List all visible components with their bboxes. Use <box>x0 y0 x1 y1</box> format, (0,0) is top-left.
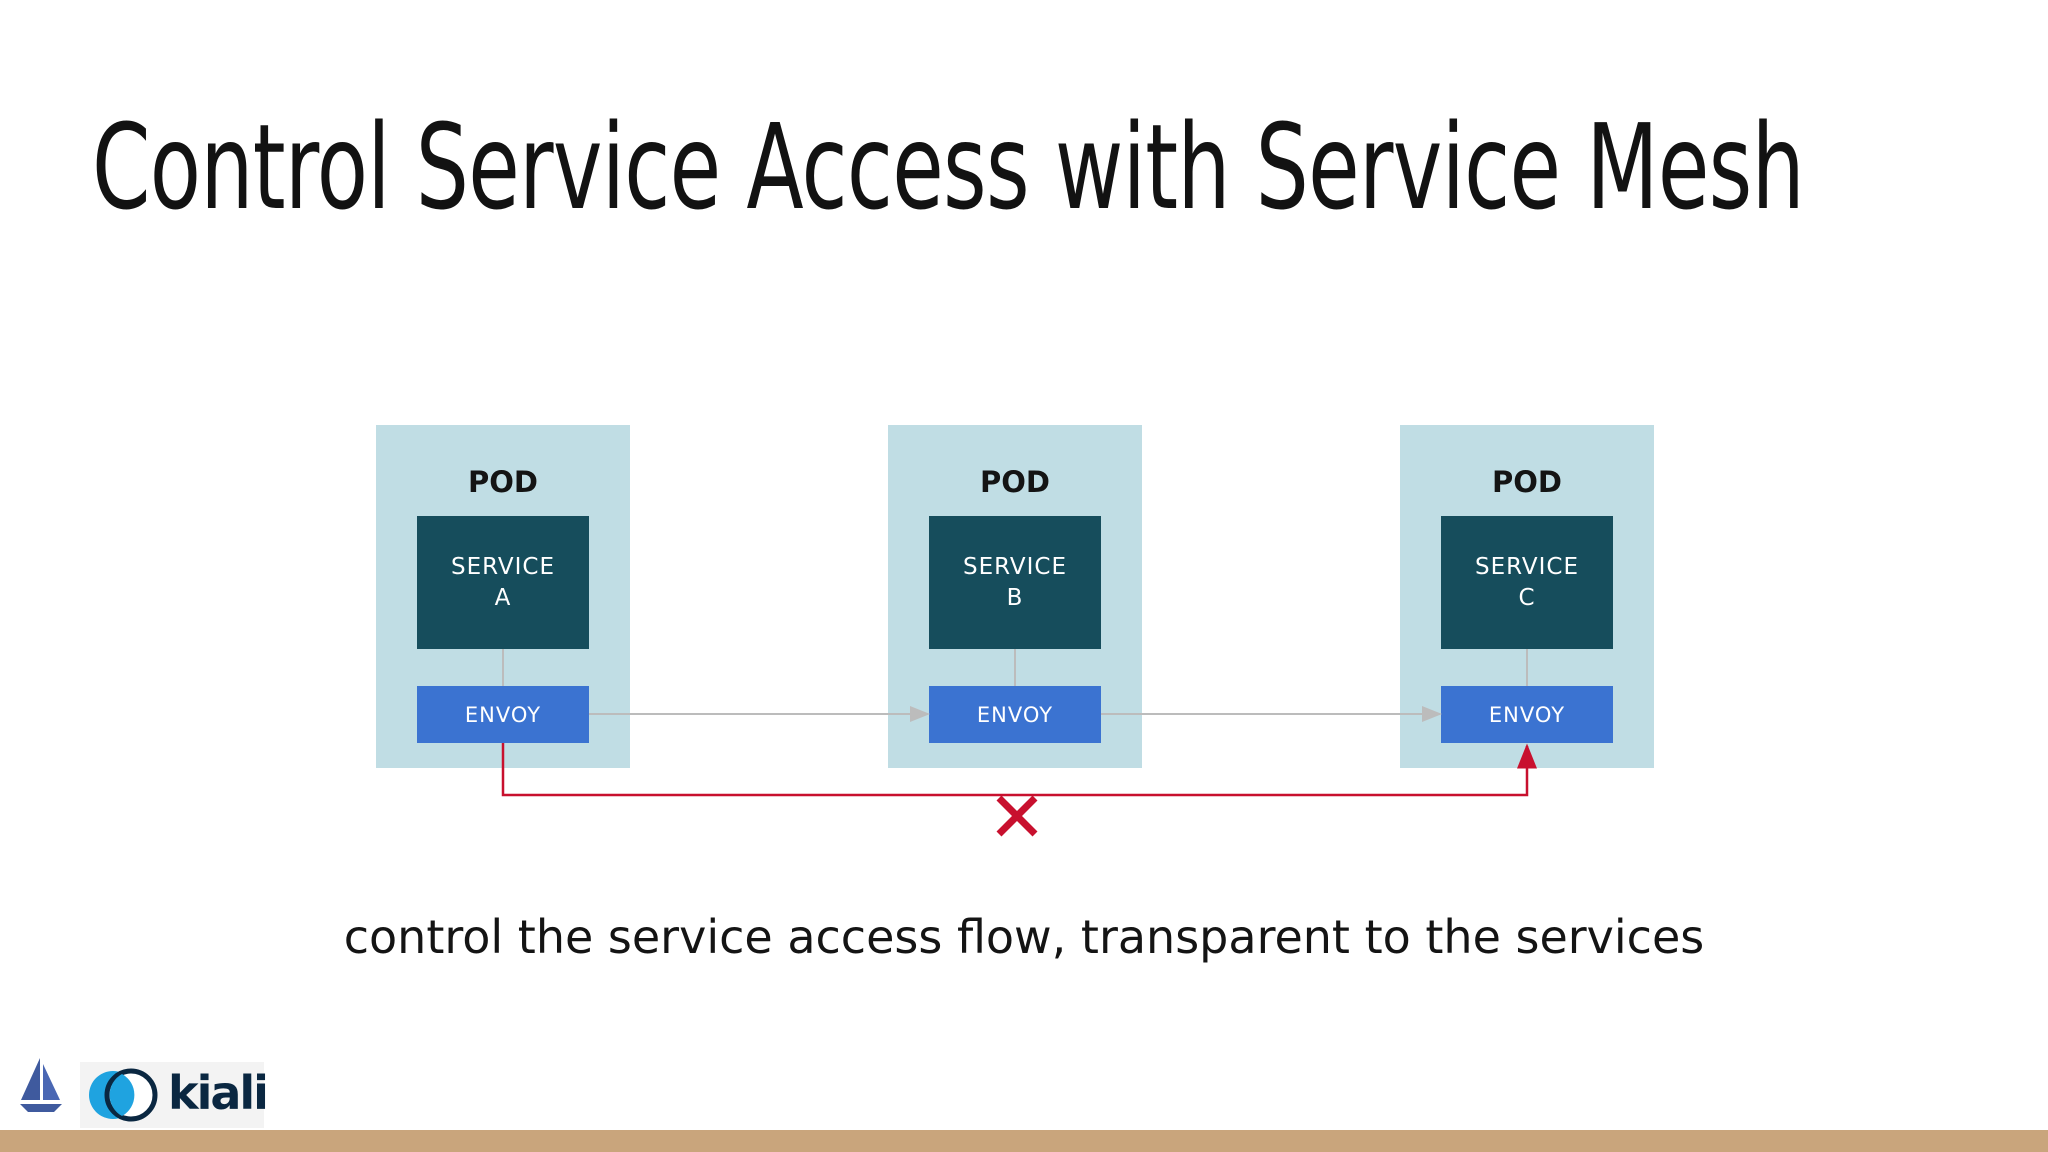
blocked-flow-a-to-c-arrow <box>501 743 1537 797</box>
service-a: SERVICE A <box>417 516 589 649</box>
service-id: B <box>1006 584 1024 611</box>
service-id: C <box>1518 584 1536 611</box>
service-envoy-link <box>1526 649 1528 686</box>
slide-caption: control the service access flow, transpa… <box>343 910 1705 964</box>
pod-a: POD SERVICE A ENVOY <box>376 425 630 768</box>
pod-label: POD <box>1492 465 1562 499</box>
envoy-a: ENVOY <box>417 686 589 743</box>
sail-icon <box>20 1058 62 1112</box>
kiali-logo: kiali <box>80 1062 269 1128</box>
pod-label: POD <box>980 465 1050 499</box>
service-envoy-link <box>1014 649 1016 686</box>
footer-bar <box>0 1130 2048 1152</box>
service-id: A <box>494 584 512 611</box>
service-label: SERVICE <box>1475 553 1579 580</box>
pod-label: POD <box>468 465 538 499</box>
service-label: SERVICE <box>451 553 555 580</box>
envoy-b: ENVOY <box>929 686 1101 743</box>
pod-b: POD SERVICE B ENVOY <box>888 425 1142 768</box>
envoy-c: ENVOY <box>1441 686 1613 743</box>
service-envoy-link <box>502 649 504 686</box>
pod-c: POD SERVICE C ENVOY <box>1400 425 1654 768</box>
service-label: SERVICE <box>963 553 1067 580</box>
service-c: SERVICE C <box>1441 516 1613 649</box>
kiali-logo-icon <box>89 1068 158 1122</box>
kiali-wordmark: kiali <box>168 1066 269 1120</box>
blocked-x-icon <box>996 795 1038 837</box>
slide-title: Control Service Access with Service Mesh <box>92 98 1805 236</box>
service-b: SERVICE B <box>929 516 1101 649</box>
